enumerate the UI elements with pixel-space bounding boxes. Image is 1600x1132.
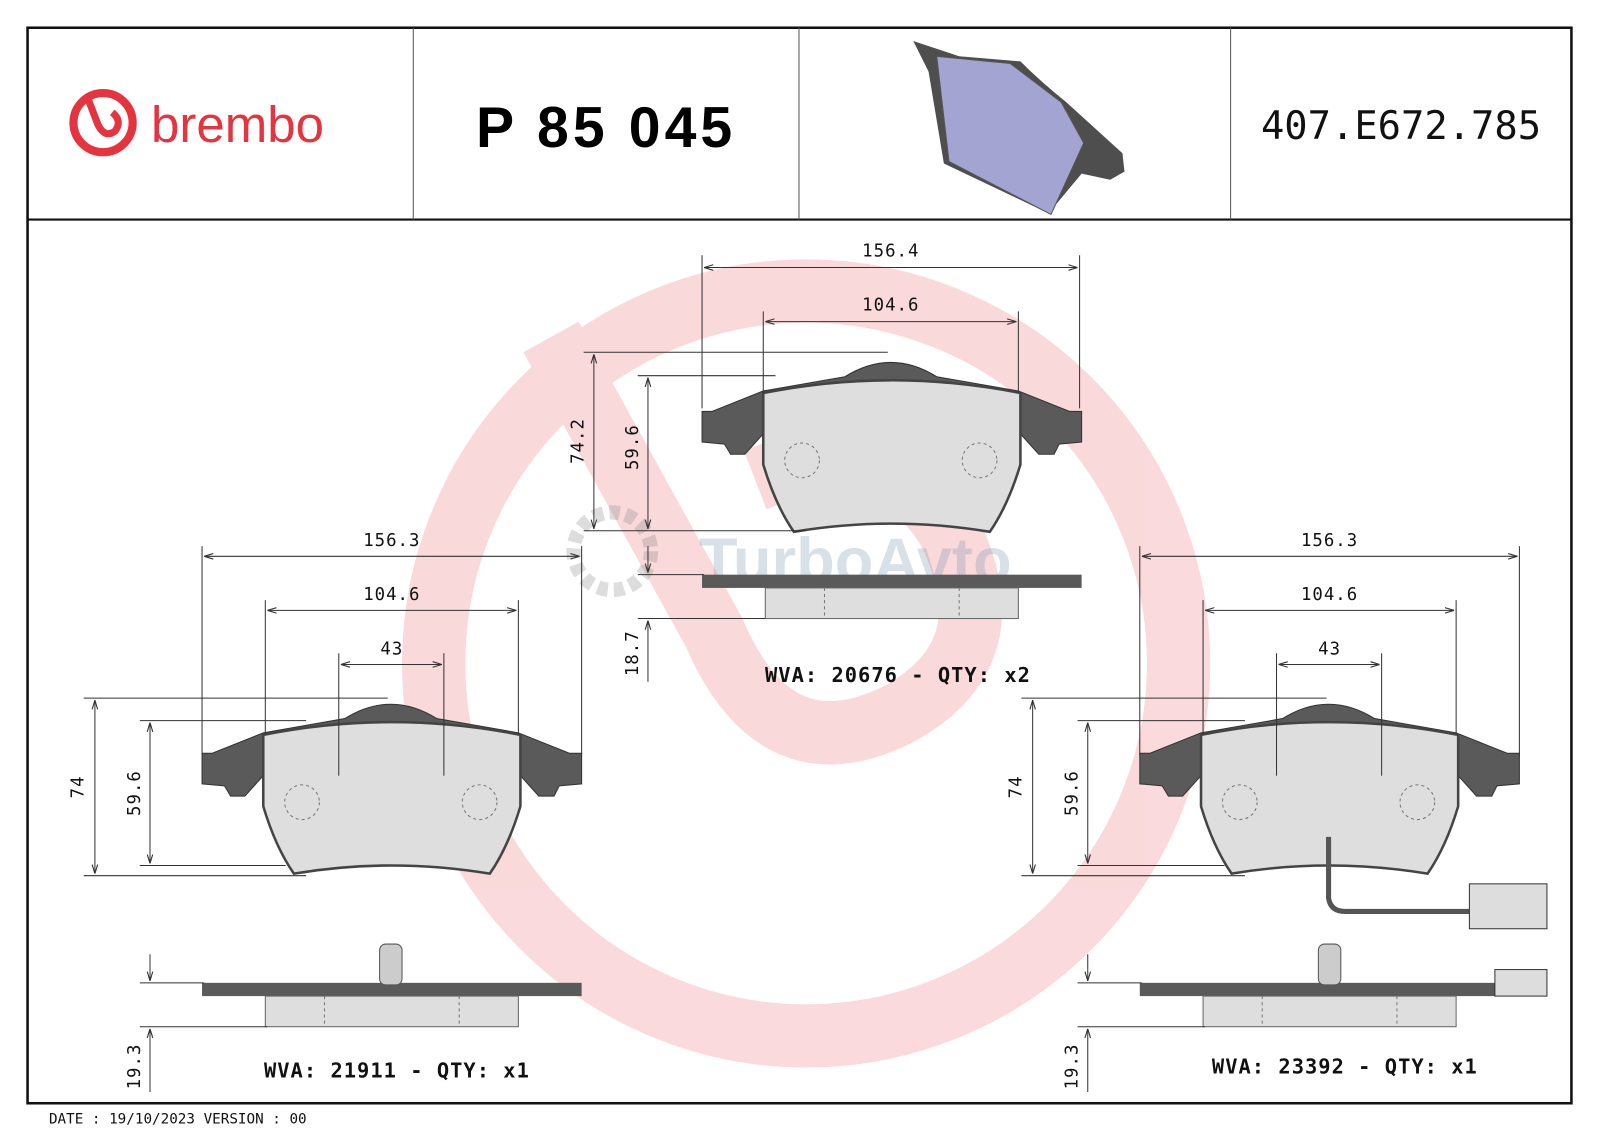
- svg-text:104.6: 104.6: [363, 585, 420, 605]
- svg-text:156.3: 156.3: [363, 531, 420, 551]
- svg-text:43: 43: [1318, 639, 1341, 659]
- wva-right: WVA: 23392 - QTY: x1: [1212, 1055, 1478, 1079]
- svg-text:43: 43: [380, 639, 403, 659]
- part-number: P 85 045: [476, 96, 736, 160]
- svg-text:59.6: 59.6: [1063, 770, 1083, 816]
- svg-text:59.6: 59.6: [623, 424, 643, 470]
- right-pad-view: 156.3 104.6 43 74 59.6 19.3 WVA: 23392 -…: [1006, 531, 1548, 1093]
- svg-text:brembo: brembo: [151, 96, 324, 153]
- svg-text:19.3: 19.3: [125, 1044, 145, 1090]
- wva-top: WVA: 20676 - QTY: x2: [765, 663, 1031, 687]
- pad-3d-image: [913, 41, 1125, 216]
- brembo-logo: brembo: [69, 88, 324, 157]
- svg-text:74: 74: [69, 775, 89, 798]
- svg-text:156.3: 156.3: [1301, 531, 1358, 551]
- svg-text:59.6: 59.6: [125, 770, 145, 816]
- svg-text:104.6: 104.6: [1301, 585, 1358, 605]
- footer-date-version: DATE : 19/10/2023 VERSION : 00: [49, 1112, 307, 1128]
- svg-text:19.3: 19.3: [1063, 1044, 1083, 1090]
- svg-text:74: 74: [1006, 775, 1026, 798]
- wva-left: WVA: 21911 - QTY: x1: [264, 1059, 530, 1083]
- top-pad-view: 156.4 104.6 74.2 59.6 18.7 WVA: 20676 - …: [569, 241, 1083, 687]
- svg-text:18.7: 18.7: [623, 630, 643, 676]
- svg-text:104.6: 104.6: [862, 295, 919, 315]
- svg-text:156.4: 156.4: [862, 241, 919, 261]
- svg-text:74.2: 74.2: [569, 418, 589, 464]
- reference-number: 407.E672.785: [1261, 104, 1541, 149]
- left-pad-view: 156.3 104.6 43 74 59.6 19.3 WVA: 21911 -…: [69, 531, 583, 1093]
- wear-sensor-wire: [1326, 836, 1470, 914]
